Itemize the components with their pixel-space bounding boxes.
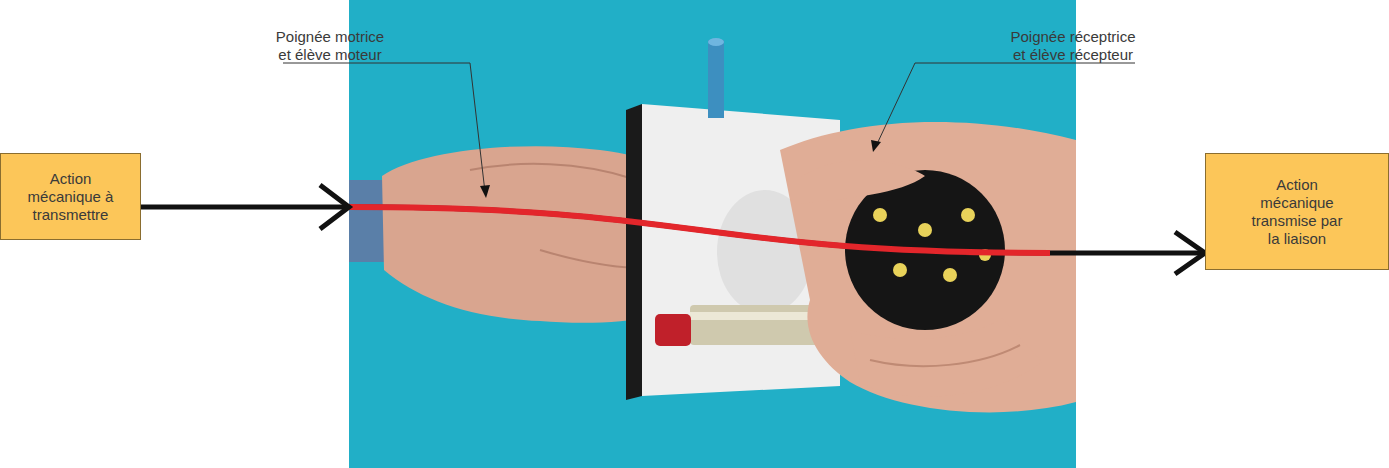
- leader-arrowhead: [871, 140, 881, 152]
- ball-dot: [918, 223, 932, 237]
- box-text: Action mécanique à transmettre: [21, 170, 121, 224]
- right-thumb: [800, 160, 925, 204]
- box-text: Action mécanique transmise par la liaiso…: [1247, 176, 1347, 248]
- ball-dot: [961, 208, 975, 222]
- red-cylinder: [655, 314, 691, 346]
- leader-line: [283, 63, 485, 192]
- part-label: Poignée motrice et élève moteur: [270, 28, 390, 64]
- right-fingers: [850, 318, 1042, 397]
- finger-line: [870, 345, 1020, 366]
- ball-dot: [893, 263, 907, 277]
- blue-pin: [708, 40, 724, 118]
- leader-line: [877, 63, 1135, 144]
- leader-arrowhead: [480, 185, 490, 198]
- part-label: Poignée réceptrice et élève récepteur: [1006, 28, 1140, 64]
- right-hand: [780, 122, 1076, 413]
- sleeve: [349, 180, 387, 262]
- force-box: Action mécanique à transmettre: [0, 153, 141, 240]
- plate-edge: [626, 104, 642, 400]
- ball-dot: [873, 208, 887, 222]
- ball-dot: [943, 268, 957, 282]
- blue-pin-top: [708, 38, 724, 46]
- force-arrow: [141, 207, 1205, 253]
- knuckle-line: [470, 164, 630, 178]
- force-box: Action mécanique transmise par la liaiso…: [1205, 153, 1389, 270]
